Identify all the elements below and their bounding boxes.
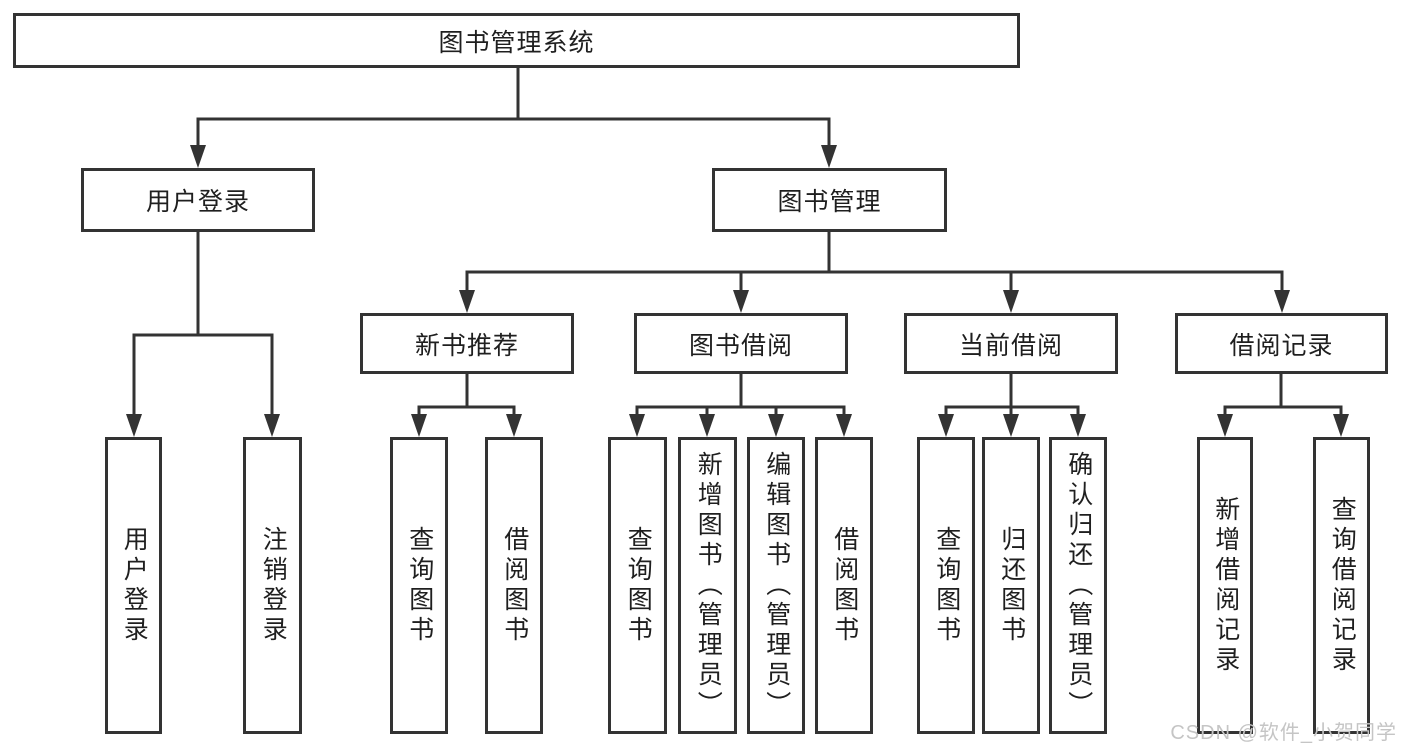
arrowhead-icon xyxy=(836,414,852,437)
arrowhead-icon xyxy=(459,290,475,313)
node-new-book-recommendation: 新书推荐 xyxy=(360,313,574,374)
node-label: 注销登录 xyxy=(259,525,288,646)
arrowhead-icon xyxy=(264,414,280,437)
node-borrow-books-under-borrowing: 借阅图书 xyxy=(815,437,873,734)
node-label: 新增图书（管理员） xyxy=(694,450,723,721)
node-label: 查询图书 xyxy=(932,525,961,646)
node-borrow-books-under-recommend: 借阅图书 xyxy=(485,437,543,734)
arrowhead-icon xyxy=(1333,414,1349,437)
node-label: 查询图书 xyxy=(624,525,653,646)
arrowhead-icon xyxy=(411,414,427,437)
arrowhead-icon xyxy=(1003,414,1019,437)
node-query-books-under-borrowing: 查询图书 xyxy=(608,437,667,734)
node-query-books-under-recommend: 查询图书 xyxy=(390,437,448,734)
node-label: 编辑图书（管理员） xyxy=(762,450,791,721)
node-query-borrow-record: 查询借阅记录 xyxy=(1313,437,1370,734)
node-add-borrow-record: 新增借阅记录 xyxy=(1197,437,1253,734)
arrowhead-icon xyxy=(629,414,645,437)
arrowhead-icon xyxy=(190,145,206,168)
arrowhead-icon xyxy=(506,414,522,437)
arrowhead-icon xyxy=(821,145,837,168)
node-book-management: 图书管理 xyxy=(712,168,947,232)
node-book-borrowing: 图书借阅 xyxy=(634,313,848,374)
node-label: 确认归还（管理员） xyxy=(1064,450,1093,721)
node-borrowing-records: 借阅记录 xyxy=(1175,313,1388,374)
node-user-login-action: 用户登录 xyxy=(105,437,162,734)
node-edit-books-admin: 编辑图书（管理员） xyxy=(747,437,805,734)
arrowhead-icon xyxy=(768,414,784,437)
node-query-books-under-current: 查询图书 xyxy=(917,437,975,734)
node-user-login: 用户登录 xyxy=(81,168,315,232)
arrowhead-icon xyxy=(1274,290,1290,313)
node-label: 查询借阅记录 xyxy=(1328,495,1357,676)
node-label: 归还图书 xyxy=(997,525,1026,646)
node-label: 查询图书 xyxy=(405,525,434,646)
arrowhead-icon xyxy=(699,414,715,437)
watermark: CSDN @软件_小贺同学 xyxy=(1170,722,1397,744)
node-current-borrowing: 当前借阅 xyxy=(904,313,1118,374)
arrowhead-icon xyxy=(1217,414,1233,437)
node-add-books-admin: 新增图书（管理员） xyxy=(678,437,737,734)
arrowhead-icon xyxy=(938,414,954,437)
arrowhead-icon xyxy=(1003,290,1019,313)
node-logout: 注销登录 xyxy=(243,437,302,734)
arrowhead-icon xyxy=(1070,414,1086,437)
node-library-management-system: 图书管理系统 xyxy=(13,13,1020,68)
node-return-books: 归还图书 xyxy=(982,437,1040,734)
node-label: 新增借阅记录 xyxy=(1211,495,1240,676)
node-label: 用户登录 xyxy=(120,525,149,646)
node-label: 借阅图书 xyxy=(830,525,859,646)
node-label: 借阅图书 xyxy=(500,525,529,646)
arrowhead-icon xyxy=(126,414,142,437)
node-confirm-return-admin: 确认归还（管理员） xyxy=(1049,437,1107,734)
arrowhead-icon xyxy=(733,290,749,313)
